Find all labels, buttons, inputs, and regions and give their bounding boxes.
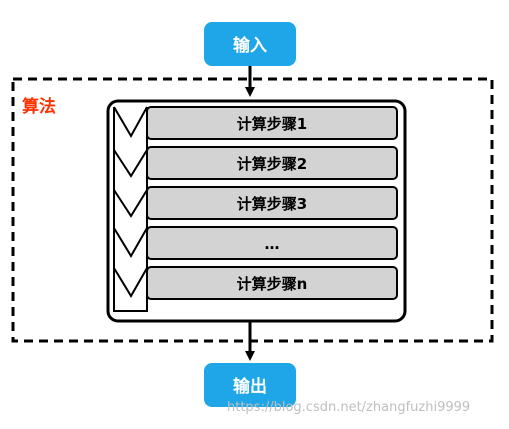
watermark-text: https://blog.csdn.net/zhangfuzhi9999 xyxy=(227,400,471,415)
step-label-ellipsis: … xyxy=(265,235,280,253)
step-box-n xyxy=(146,266,398,300)
output-label: 输出 xyxy=(233,376,267,397)
step-box-3 xyxy=(146,186,398,220)
algorithm-label: 算法 xyxy=(21,96,56,117)
step-box-ellipsis xyxy=(146,226,398,260)
step-label-3: 计算步骤3 xyxy=(237,195,307,213)
input-box xyxy=(204,22,296,66)
step-box-2 xyxy=(146,146,398,180)
step-box-1 xyxy=(146,106,398,140)
step-label-n: 计算步骤n xyxy=(237,275,308,293)
output-box xyxy=(204,363,296,407)
algorithm-container xyxy=(11,77,494,343)
input-label: 输入 xyxy=(233,35,267,56)
step-label-1: 计算步骤1 xyxy=(237,115,307,133)
step-label-2: 计算步骤2 xyxy=(237,155,307,173)
